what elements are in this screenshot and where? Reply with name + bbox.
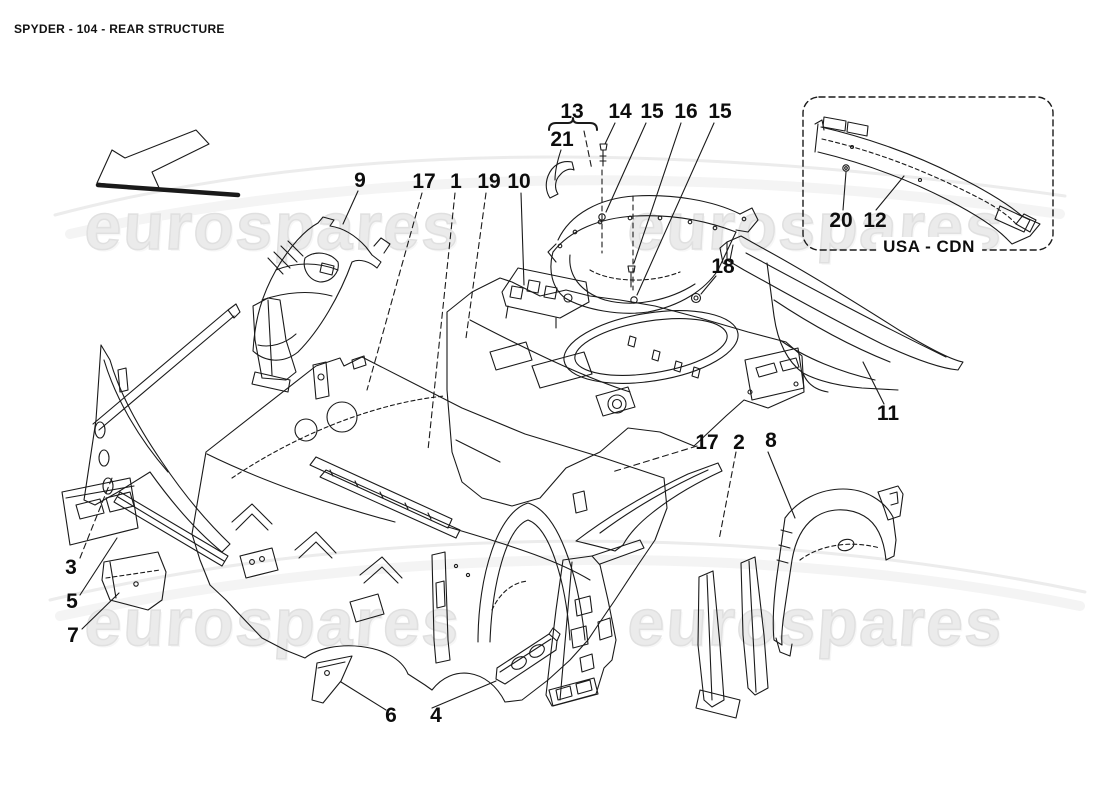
callout-21[interactable]: 21 bbox=[550, 128, 574, 151]
bolt-20-drawing bbox=[842, 164, 850, 172]
washer-15b-drawing bbox=[630, 296, 638, 304]
part-4-bracket-drawing bbox=[495, 627, 561, 685]
right-inner-pillar-drawing bbox=[545, 539, 645, 707]
callout-17b[interactable]: 17 bbox=[695, 431, 719, 454]
callout-8[interactable]: 8 bbox=[765, 429, 777, 452]
callout-14[interactable]: 14 bbox=[608, 100, 632, 123]
callout-17[interactable]: 17 bbox=[412, 170, 436, 193]
part-12-bumper-beam-drawing bbox=[814, 116, 1041, 245]
page-title: SPYDER - 104 - REAR STRUCTURE bbox=[14, 22, 225, 36]
callout-16[interactable]: 16 bbox=[674, 100, 698, 123]
part-21-strip-drawing bbox=[545, 161, 575, 199]
callout-15[interactable]: 15 bbox=[640, 100, 664, 123]
callout-18[interactable]: 18 bbox=[711, 255, 735, 278]
usa-cdn-inset-box bbox=[802, 96, 1054, 251]
part-6-bracket-drawing bbox=[311, 655, 353, 704]
callout-10[interactable]: 10 bbox=[507, 170, 531, 193]
direction-arrow-icon bbox=[95, 129, 241, 198]
usa-cdn-label: USA - CDN bbox=[876, 237, 982, 257]
part-11-rear-panel-drawing bbox=[719, 235, 964, 393]
part-13-wheel-well-bowl-drawing bbox=[545, 143, 759, 314]
bolt-14-drawing bbox=[599, 143, 608, 167]
nut-18-drawing bbox=[690, 292, 702, 304]
part-3-left-pillar-drawing bbox=[61, 297, 297, 567]
callout-4[interactable]: 4 bbox=[430, 704, 442, 727]
part-8-right-wheelarch-drawing bbox=[772, 485, 904, 657]
callout-2[interactable]: 2 bbox=[733, 431, 745, 454]
callout-1[interactable]: 1 bbox=[450, 170, 462, 193]
callout-11[interactable]: 11 bbox=[876, 402, 900, 425]
washer-15-drawing bbox=[598, 213, 606, 221]
bolt-16-drawing bbox=[627, 265, 636, 288]
part-9-left-wheelarch-drawing bbox=[252, 216, 391, 361]
part-2-sail-panel-drawing bbox=[575, 462, 723, 552]
part-1-rear-bulkhead-drawing bbox=[191, 355, 668, 703]
callout-6[interactable]: 6 bbox=[385, 704, 397, 727]
callout-15b[interactable]: 15 bbox=[708, 100, 732, 123]
callout-9[interactable]: 9 bbox=[354, 169, 366, 192]
callout-13[interactable]: 13 bbox=[560, 100, 584, 123]
callout-7[interactable]: 7 bbox=[67, 624, 79, 647]
part-10-trunk-floor-drawing bbox=[446, 267, 805, 507]
rear-structure-right-channels-drawing bbox=[695, 556, 769, 719]
callout-12[interactable]: 12 bbox=[863, 209, 887, 232]
bracket-13-brace bbox=[548, 117, 598, 131]
callout-5[interactable]: 5 bbox=[66, 590, 78, 613]
callout-3[interactable]: 3 bbox=[65, 556, 77, 579]
callout-20[interactable]: 20 bbox=[829, 209, 853, 232]
callout-leader-lines bbox=[79, 117, 905, 711]
callout-19[interactable]: 19 bbox=[477, 170, 501, 193]
part-5-7-bracket-drawing bbox=[101, 551, 167, 611]
